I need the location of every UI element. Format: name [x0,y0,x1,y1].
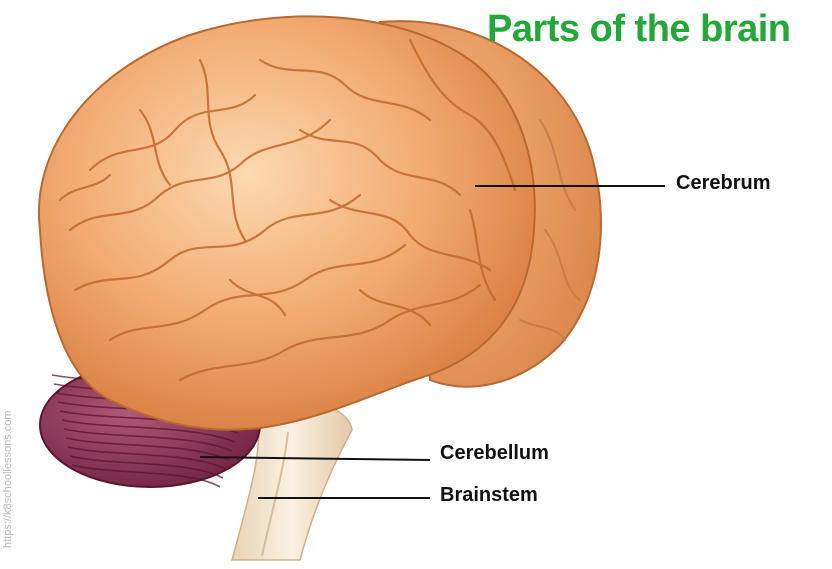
source-watermark: https://k8schoollessons.com [2,410,14,548]
page-title: Parts of the brain [487,8,791,51]
brainstem-label: Brainstem [440,484,538,507]
cerebellum-label: Cerebellum [440,442,549,465]
cerebrum-label: Cerebrum [676,172,770,195]
